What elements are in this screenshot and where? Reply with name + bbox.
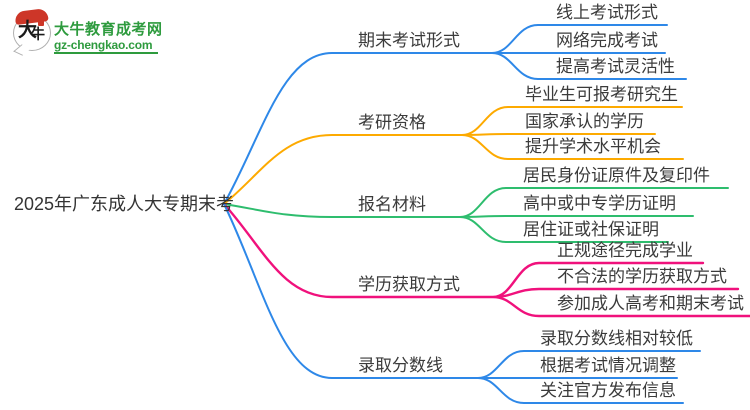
logo-site-name: 大牛教育成考网 <box>54 21 163 38</box>
branch-connector-0 <box>223 24 687 205</box>
branch-topic-1: 考研资格 <box>358 113 426 132</box>
branch-topic-3: 学历获取方式 <box>358 275 460 294</box>
red-seal-icon <box>38 20 44 26</box>
site-logo: 大 牛 大牛教育成考网 gz-chengkao.com <box>12 8 163 56</box>
logo-domain: gz-chengkao.com <box>54 38 153 52</box>
subtopic-4-1: 根据考试情况调整 <box>540 356 676 375</box>
branch-topic-4: 录取分数线 <box>358 356 443 375</box>
logo-char-small: 牛 <box>31 27 45 43</box>
logo-bubble-icon: 大 牛 <box>12 8 54 56</box>
subtopic-3-1: 不合法的学历获取方式 <box>557 267 727 286</box>
branch-connector-4 <box>223 203 701 404</box>
branch-connector-1 <box>223 106 684 205</box>
subtopic-3-2: 参加成人高考和期末考试 <box>557 294 744 313</box>
subtopic-2-0: 居民身份证原件及复印件 <box>523 166 710 185</box>
subtopic-0-2: 提高考试灵活性 <box>556 57 675 76</box>
subtopic-4-2: 关注官方发布信息 <box>540 381 676 400</box>
branch-connector-3 <box>222 202 750 318</box>
logo-char-large: 大 <box>18 19 38 41</box>
subtopic-4-0: 录取分数线相对较低 <box>540 329 693 348</box>
subtopic-0-1: 网络完成考试 <box>556 31 658 50</box>
root-topic: 2025年广东成人大专期末考 <box>14 194 235 214</box>
subtopic-1-0: 毕业生可报考研究生 <box>525 85 678 104</box>
subtopic-2-2: 居住证或社保证明 <box>523 220 659 239</box>
subtopic-1-2: 提升学术水平机会 <box>525 137 661 156</box>
branch-topic-2: 报名材料 <box>358 195 426 214</box>
branch-connector-2 <box>223 187 729 243</box>
subtopic-3-0: 正规途径完成学业 <box>557 241 693 260</box>
subtopic-2-1: 高中或中专学历证明 <box>523 194 676 213</box>
branch-topic-0: 期末考试形式 <box>358 31 460 50</box>
logo-underline <box>54 52 158 54</box>
subtopic-1-1: 国家承认的学历 <box>525 112 644 131</box>
subtopic-0-0: 线上考试形式 <box>556 3 658 22</box>
